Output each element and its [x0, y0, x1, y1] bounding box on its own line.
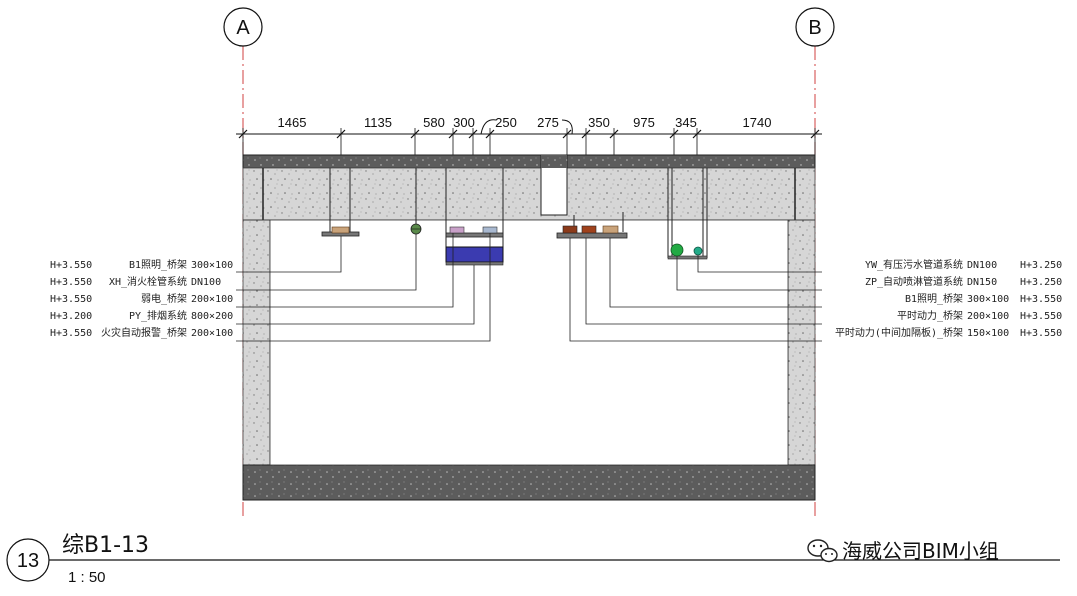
left-label-1-name: B1照明_桥架	[129, 259, 187, 271]
leader-lines-right	[569, 238, 822, 342]
labels-left: H+3.550 B1照明_桥架 300×100 H+3.550 XH_消火栓管系…	[50, 259, 233, 339]
right-label-1-name: YW_有压污水管道系统	[865, 258, 963, 271]
right-label-5-size: 150×100	[967, 328, 1009, 339]
right-label-3-elev: H+3.550	[1020, 294, 1062, 305]
left-label-5-name: 火灾自动报警_桥架	[101, 326, 187, 339]
wechat-icon	[807, 539, 838, 563]
left-label-5-size: 200×100	[191, 328, 233, 339]
dim-1: 1465	[278, 115, 307, 130]
right-label-1-size: DN100	[967, 260, 997, 271]
left-label-4-name: PY_排烟系统	[129, 309, 187, 322]
section-scale: 1 : 50	[68, 569, 106, 586]
watermark-text: 海威公司BIM小组	[842, 539, 999, 563]
section-title-block: 13 综B1-13 1 : 50	[6, 533, 1060, 586]
right-label-2-name: ZP_自动喷淋管道系统	[865, 275, 963, 288]
section-title: 综B1-13	[62, 533, 149, 558]
dim-8: 975	[633, 115, 655, 130]
left-label-5-elev: H+3.550	[50, 328, 92, 339]
smoke-exhaust-duct	[445, 226, 504, 266]
fire-hydrant-pipe	[410, 223, 422, 235]
concrete-structure	[242, 154, 816, 501]
left-label-1-size: 300×100	[191, 260, 233, 271]
section-number: 13	[17, 550, 39, 572]
dim-10: 1740	[743, 115, 772, 130]
right-label-4-elev: H+3.550	[1020, 311, 1062, 322]
leader-lines-left	[236, 233, 491, 342]
dim-6: 275	[537, 115, 559, 130]
dim-5: 250	[495, 115, 517, 130]
left-label-3-name: 弱电_桥架	[141, 292, 187, 305]
dim-4: 300	[453, 115, 475, 130]
left-label-2-size: DN100	[191, 277, 221, 288]
watermark: 海威公司BIM小组	[807, 539, 999, 563]
right-label-5-name: 平时动力(中间加隔板)_桥架	[835, 326, 963, 339]
right-label-3-name: B1照明_桥架	[905, 293, 963, 305]
right-label-5-elev: H+3.550	[1020, 328, 1062, 339]
dimension-string: 1465 1135 580 300 250 275 350 975 345 17…	[236, 115, 822, 156]
cable-tray-power-right	[556, 225, 628, 239]
dim-9: 345	[675, 115, 697, 130]
grid-label-b: B	[808, 17, 821, 39]
right-label-3-size: 300×100	[967, 294, 1009, 305]
grid-label-a: A	[236, 17, 250, 39]
right-label-2-size: DN150	[967, 277, 997, 288]
left-label-1-elev: H+3.550	[50, 260, 92, 271]
left-label-4-elev: H+3.200	[50, 311, 92, 322]
left-label-3-size: 200×100	[191, 294, 233, 305]
left-label-2-elev: H+3.550	[50, 277, 92, 288]
dim-2: 1135	[364, 115, 392, 130]
left-label-4-size: 800×200	[191, 311, 233, 322]
right-label-2-elev: H+3.250	[1020, 277, 1062, 288]
left-label-3-elev: H+3.550	[50, 294, 92, 305]
right-label-4-name: 平时动力_桥架	[897, 309, 963, 322]
right-label-1-elev: H+3.250	[1020, 260, 1062, 271]
left-label-2-name: XH_消火栓管系统	[109, 275, 187, 288]
dim-3: 580	[423, 115, 445, 130]
labels-right: YW_有压污水管道系统 DN100 H+3.250 ZP_自动喷淋管道系统 DN…	[835, 258, 1062, 339]
mep-elements	[329, 168, 708, 262]
right-label-4-size: 200×100	[967, 311, 1009, 322]
dim-7: 350	[588, 115, 610, 130]
cable-tray-b1-lighting-left	[321, 226, 360, 237]
